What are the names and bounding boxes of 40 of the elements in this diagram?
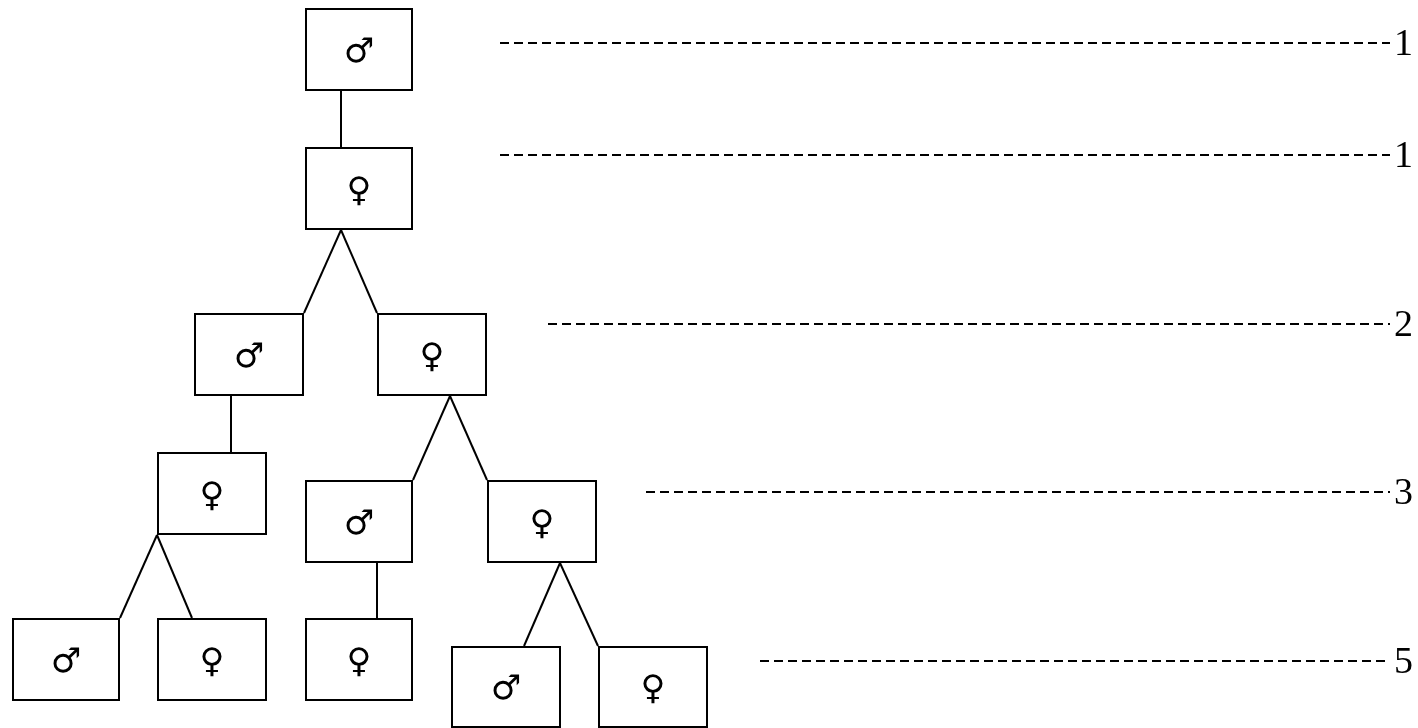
- count-number: 1: [1394, 135, 1413, 173]
- connector-line: [119, 534, 158, 619]
- connector-line: [303, 229, 342, 314]
- sex-symbol: ♂: [343, 32, 375, 67]
- sex-symbol: ♂: [50, 642, 82, 677]
- individual-box: [194, 313, 304, 396]
- sex-symbol: ♀: [199, 642, 225, 677]
- sex-symbol: ♀: [346, 171, 372, 206]
- individual-box: [12, 618, 120, 701]
- count-number: 5: [1394, 641, 1413, 679]
- connector-line: [156, 534, 193, 619]
- sex-symbol: ♂: [233, 337, 265, 372]
- count-number: 3: [1394, 472, 1413, 510]
- individual-box: [305, 147, 413, 230]
- sex-symbol: ♀: [640, 670, 666, 704]
- connector-line: [523, 562, 561, 647]
- connector-line: [449, 395, 488, 481]
- count-number: 2: [1394, 304, 1413, 342]
- sex-symbol: ♂: [343, 504, 375, 539]
- sex-symbol: ♂: [490, 670, 522, 704]
- individual-box: [598, 646, 708, 728]
- connector-line: [412, 395, 451, 481]
- connector-line: [376, 562, 378, 619]
- connector-line: [559, 562, 599, 647]
- count-number: 1: [1394, 23, 1413, 61]
- sex-symbol: ♀: [346, 642, 372, 677]
- connector-line: [230, 395, 232, 453]
- connector-line: [340, 229, 378, 314]
- connector-line: [340, 90, 342, 148]
- individual-box: [377, 313, 487, 396]
- individual-box: [157, 618, 267, 701]
- individual-box: [305, 8, 413, 91]
- individual-box: [157, 452, 267, 535]
- individual-box: [487, 480, 597, 563]
- sex-symbol: ♀: [419, 337, 445, 372]
- sex-symbol: ♀: [529, 504, 555, 539]
- individual-box: [305, 480, 413, 563]
- sex-symbol: ♀: [199, 476, 225, 511]
- individual-box: [305, 618, 413, 701]
- individual-box: [451, 646, 561, 728]
